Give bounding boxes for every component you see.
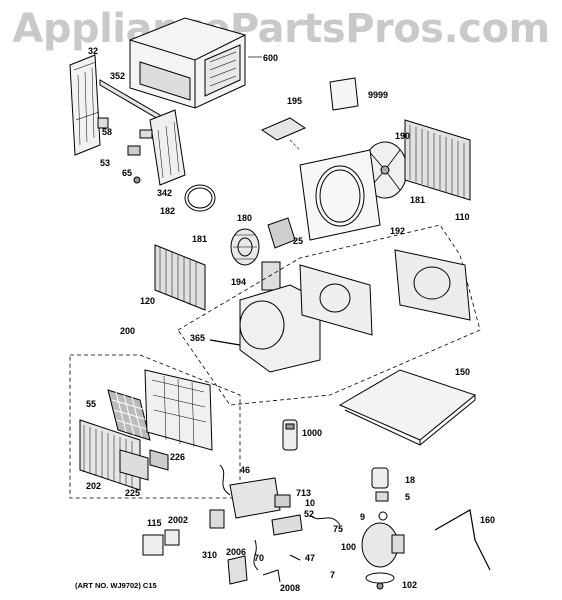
label-181-left: 181 bbox=[192, 234, 208, 244]
control-bracket-part[interactable] bbox=[261, 261, 281, 291]
label-32: 32 bbox=[88, 46, 99, 56]
label-352: 352 bbox=[110, 71, 126, 81]
label-160: 160 bbox=[480, 515, 496, 525]
cabinet-case-part[interactable] bbox=[129, 17, 262, 109]
label-192: 192 bbox=[390, 226, 406, 236]
manual-part[interactable] bbox=[329, 77, 359, 111]
refrigerant-tubing-part[interactable] bbox=[434, 509, 491, 571]
label-100: 100 bbox=[341, 542, 357, 552]
label-195: 195 bbox=[287, 96, 303, 106]
shroud-part[interactable] bbox=[299, 149, 381, 241]
ring-part[interactable] bbox=[184, 184, 216, 212]
label-9: 9 bbox=[360, 512, 366, 522]
front-grille-group-outline bbox=[69, 354, 241, 499]
scroll-housing-part[interactable] bbox=[209, 284, 321, 373]
bracket-parts[interactable] bbox=[97, 117, 153, 184]
mounting-plate-part[interactable] bbox=[260, 117, 307, 151]
condenser-coil-part[interactable] bbox=[404, 119, 471, 201]
base-pan-part[interactable] bbox=[338, 369, 477, 446]
label-10: 10 bbox=[305, 498, 316, 508]
compressor-part[interactable] bbox=[361, 522, 405, 584]
motor-part[interactable] bbox=[267, 217, 296, 249]
label-70: 70 bbox=[254, 553, 265, 563]
label-2002: 2002 bbox=[168, 515, 189, 525]
label-310: 310 bbox=[202, 550, 218, 560]
front-frame-part[interactable] bbox=[69, 54, 101, 156]
wire-harness-part[interactable] bbox=[219, 464, 231, 496]
label-190: 190 bbox=[395, 131, 411, 141]
label-600: 600 bbox=[263, 53, 279, 63]
label-65: 65 bbox=[122, 168, 133, 178]
label-150: 150 bbox=[455, 367, 471, 377]
label-225: 225 bbox=[125, 488, 141, 498]
label-5: 5 bbox=[405, 492, 411, 502]
remote-control-part[interactable] bbox=[282, 419, 298, 451]
compressor-mount-part[interactable] bbox=[376, 582, 384, 590]
capacitor-part[interactable] bbox=[371, 467, 389, 521]
knob-panel-part[interactable] bbox=[271, 514, 303, 536]
label-47: 47 bbox=[305, 553, 316, 563]
label-180: 180 bbox=[237, 213, 253, 223]
label-194: 194 bbox=[231, 277, 247, 287]
label-102: 102 bbox=[402, 580, 418, 590]
label-226: 226 bbox=[170, 452, 186, 462]
label-75: 75 bbox=[333, 524, 344, 534]
label-120: 120 bbox=[140, 296, 156, 306]
label-52: 52 bbox=[304, 509, 315, 519]
watermark-text: AppliancePartsPros.com bbox=[12, 6, 550, 52]
label-110: 110 bbox=[455, 212, 470, 222]
label-365: 365 bbox=[190, 333, 206, 343]
small-electrical-parts[interactable] bbox=[142, 509, 301, 585]
label-18: 18 bbox=[405, 475, 416, 485]
control-board-part[interactable] bbox=[229, 477, 291, 519]
label-2006: 2006 bbox=[226, 547, 247, 557]
bulkhead-part[interactable] bbox=[299, 264, 373, 336]
label-7: 7 bbox=[330, 570, 336, 580]
label-342: 342 bbox=[157, 188, 173, 198]
label-53: 53 bbox=[100, 158, 111, 168]
outer-shroud-part[interactable] bbox=[394, 249, 471, 321]
label-181-top: 181 bbox=[410, 195, 426, 205]
power-cord-part[interactable] bbox=[309, 514, 341, 526]
label-2008: 2008 bbox=[280, 583, 301, 593]
label-200: 200 bbox=[120, 326, 136, 336]
label-55: 55 bbox=[86, 399, 97, 409]
art-number-footer: (ART NO. WJ9702) C15 bbox=[75, 581, 157, 590]
label-202: 202 bbox=[86, 481, 102, 491]
blower-wheel-part[interactable] bbox=[230, 228, 260, 266]
filter-part[interactable] bbox=[107, 389, 151, 441]
label-115: 115 bbox=[147, 518, 162, 528]
label-58: 58 bbox=[102, 127, 113, 137]
side-panel-part[interactable] bbox=[149, 109, 186, 186]
front-panel-part[interactable] bbox=[144, 369, 213, 451]
evaporator-coil-part[interactable] bbox=[154, 244, 206, 311]
label-713: 713 bbox=[296, 488, 312, 498]
label-46: 46 bbox=[240, 465, 251, 475]
louver-part[interactable] bbox=[119, 449, 169, 481]
label-25: 25 bbox=[293, 236, 304, 246]
label-182: 182 bbox=[160, 206, 176, 216]
base-pan-group-outline bbox=[177, 224, 481, 406]
label-1000: 1000 bbox=[302, 428, 323, 438]
label-9999: 9999 bbox=[368, 90, 389, 100]
